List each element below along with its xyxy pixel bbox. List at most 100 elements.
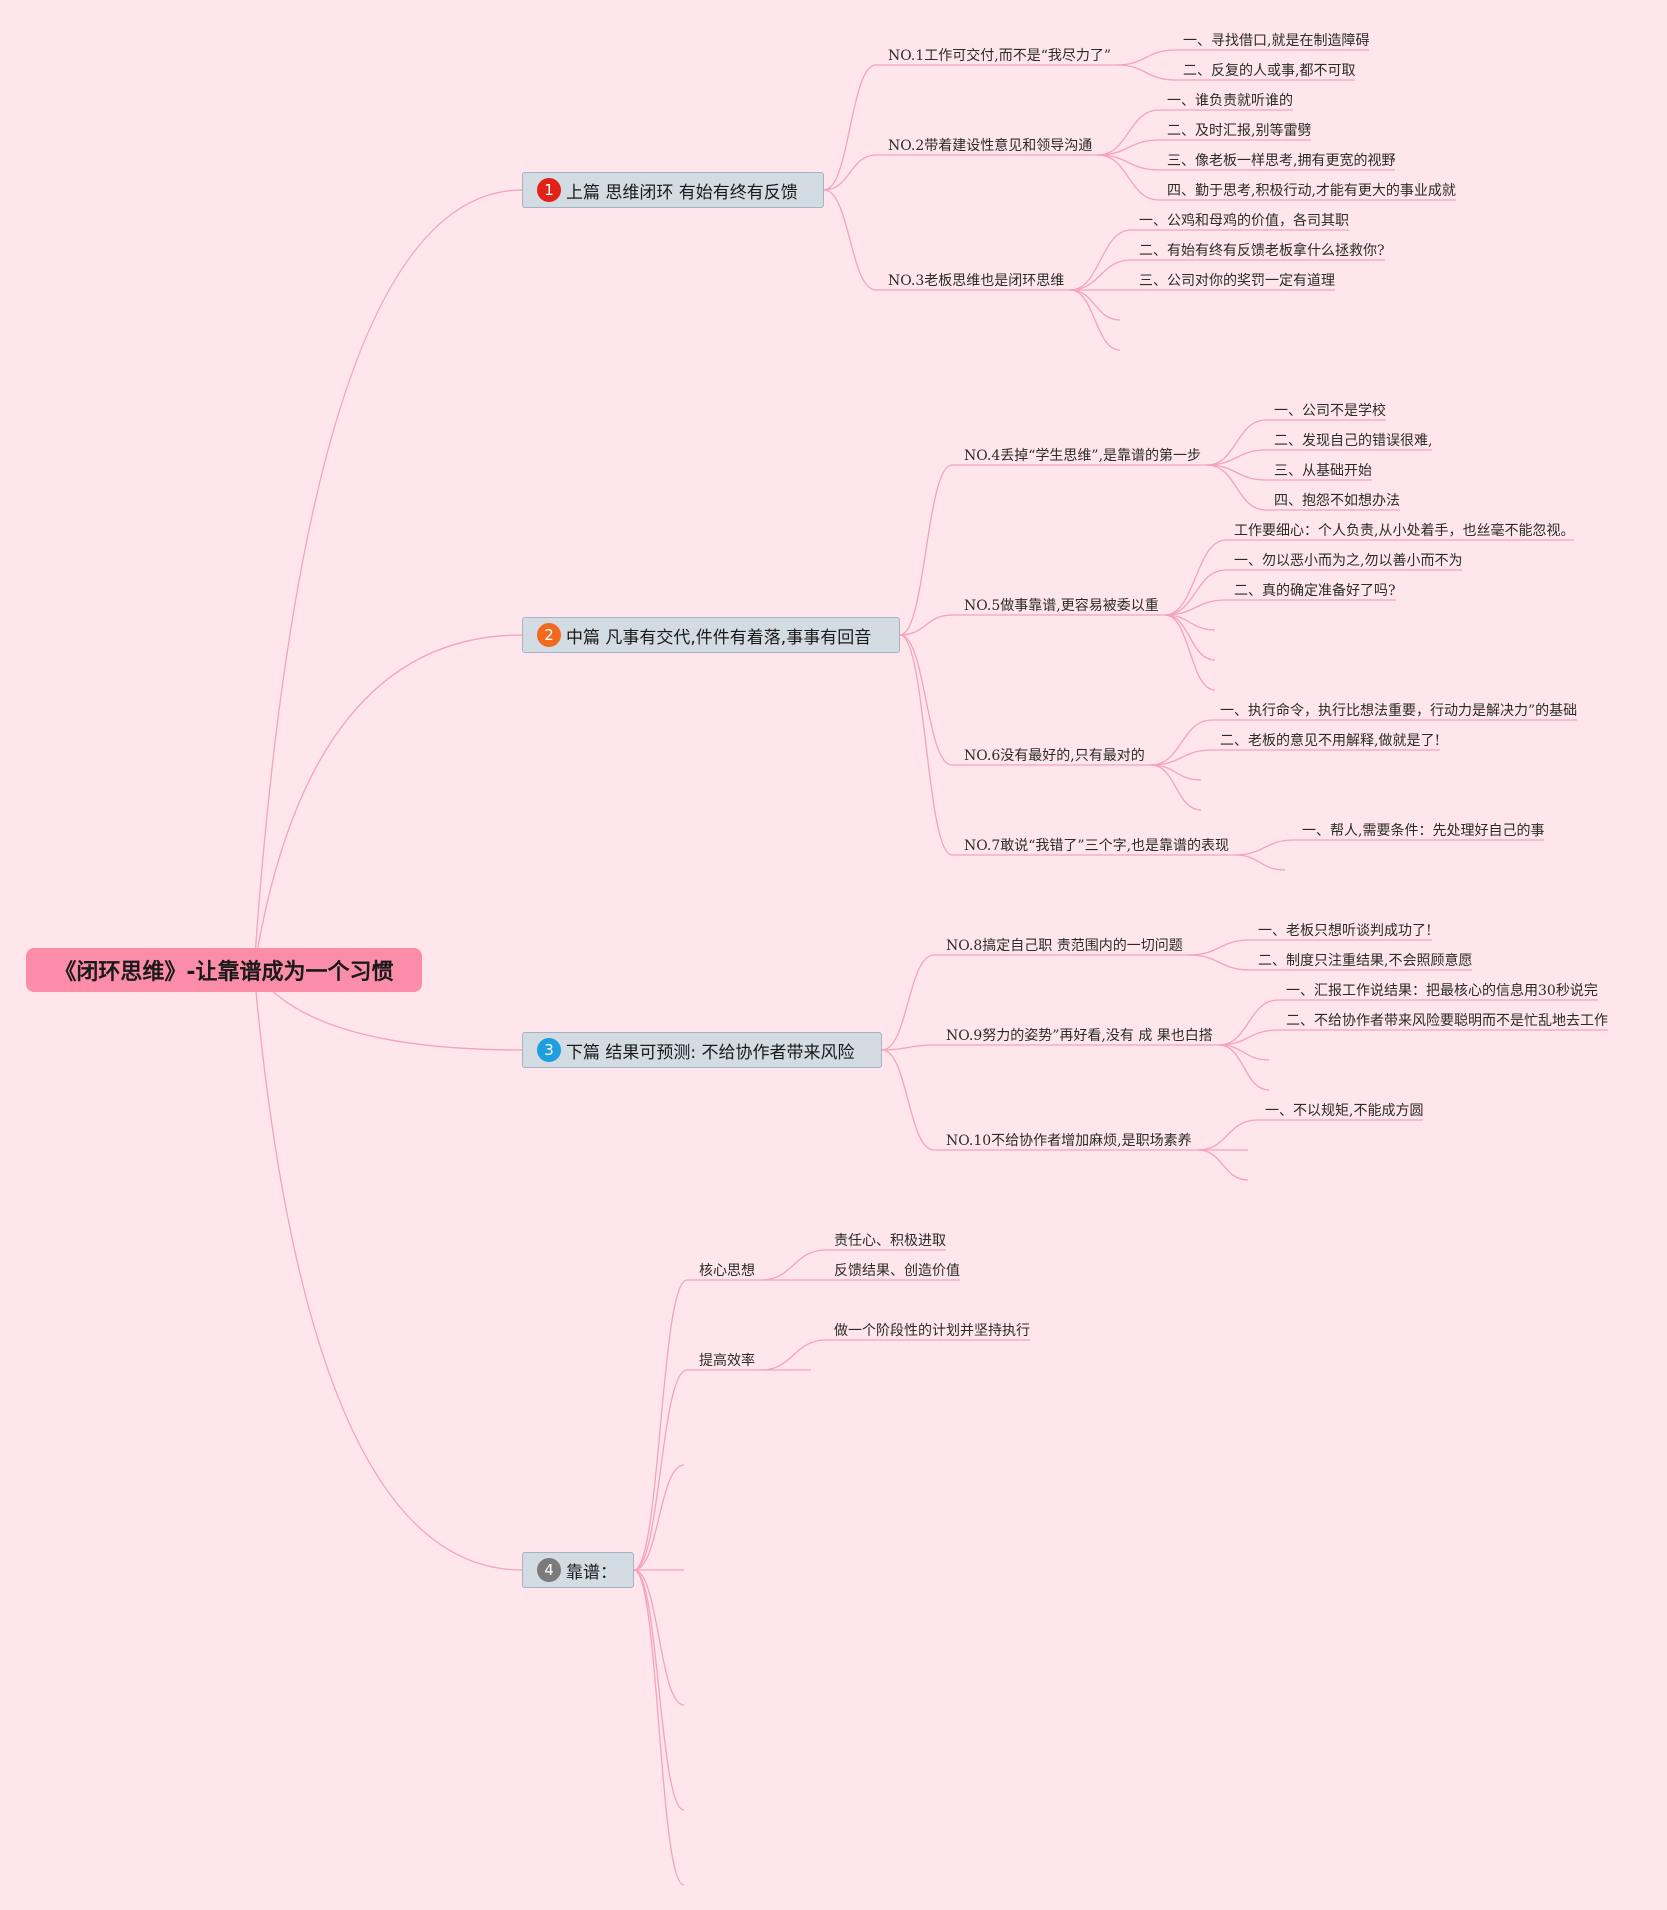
connector-line (899, 634, 953, 766)
branch-label: 中篇 凡事有交代,件件有着落,事事有回音 (566, 627, 872, 648)
leaf-topic[interactable]: 工作要细心：个人负责,从小处着手，也丝毫不能忽视。 (1234, 523, 1575, 539)
subtopic-efficiency[interactable]: 提高效率 (699, 1353, 755, 1369)
connector-line (823, 154, 877, 191)
connector-line (1197, 1119, 1258, 1151)
leaf-topic[interactable]: 三、从基础开始 (1274, 463, 1372, 479)
leaf-topic[interactable]: 一、帮人,需要条件：先处理好自己的事 (1302, 823, 1545, 839)
connector-line (1150, 764, 1202, 811)
connector-line (253, 969, 523, 1571)
branch-part-1[interactable]: 1 上篇 思维闭环 有始有终有反馈 (522, 172, 824, 208)
connector-line (633, 1569, 685, 1886)
connector-line (253, 634, 523, 971)
connector-line (823, 189, 877, 291)
leaf-topic[interactable]: 一、寻找借口,就是在制造障碍 (1183, 33, 1370, 49)
connector-line (1164, 539, 1227, 616)
leaf-topic[interactable]: 二、及时汇报,别等雷劈 (1167, 123, 1312, 139)
connector-line (633, 1369, 688, 1571)
connector-line (760, 1339, 827, 1371)
connector-line (1097, 154, 1160, 201)
leaf-topic[interactable]: 二、真的确定准备好了吗? (1234, 583, 1396, 599)
subtopic-no4[interactable]: NO.4丢掉“学生思维”,是靠谱的第一步 (964, 448, 1202, 464)
subtopic-no1[interactable]: NO.1工作可交付,而不是“我尽力了” (888, 48, 1112, 64)
connector-line (1069, 259, 1132, 291)
branch-part-2[interactable]: 2 中篇 凡事有交代,件件有着落,事事有回音 (522, 617, 900, 653)
connector-line (1116, 64, 1176, 81)
connector-line (1116, 49, 1176, 66)
connector-line (1206, 464, 1267, 511)
leaf-topic[interactable]: 二、反复的人或事,都不可取 (1183, 63, 1356, 79)
connector-line (823, 64, 877, 191)
leaf-topic[interactable]: 一、老板只想听谈判成功了! (1258, 923, 1432, 939)
leaf-topic[interactable]: 一、不以规矩,不能成方圆 (1265, 1103, 1424, 1119)
connector-line (1218, 1044, 1270, 1091)
leaf-topic[interactable]: 责任心、积极进取 (834, 1233, 946, 1249)
branch-part-3[interactable]: 3 下篇 结果可预测: 不给协作者带来风险 (522, 1032, 882, 1068)
leaf-topic[interactable]: 四、勤于思考,积极行动,才能有更大的事业成就 (1167, 183, 1456, 199)
connector-line (1097, 109, 1160, 156)
connector-line (1188, 939, 1251, 956)
connector-line (1097, 139, 1160, 156)
connector-line (633, 1464, 685, 1571)
leaf-topic[interactable]: 四、抱怨不如想办法 (1274, 493, 1400, 509)
leaf-topic[interactable]: 反馈结果、创造价值 (834, 1263, 960, 1279)
root-topic[interactable]: 《闭环思维》-让靠谱成为一个习惯 (26, 948, 422, 992)
leaf-topic[interactable]: 一、谁负责就听谁的 (1167, 93, 1293, 109)
connector-line (633, 1279, 688, 1571)
leaf-topic[interactable]: 二、老板的意见不用解释,做就是了! (1220, 733, 1441, 749)
branch-label: 下篇 结果可预测: 不给协作者带来风险 (566, 1042, 855, 1063)
connector-line (881, 1044, 935, 1051)
connector-line (899, 464, 953, 636)
subtopic-no8[interactable]: NO.8搞定自己职 责范围内的一切问题 (946, 938, 1183, 954)
leaf-topic[interactable]: 一、汇报工作说结果：把最核心的信息用30秒说完 (1286, 983, 1598, 999)
connector-line (881, 954, 935, 1051)
leaf-topic[interactable]: 一、公鸡和母鸡的价值，各司其职 (1139, 213, 1349, 229)
connector-line (1150, 719, 1213, 766)
leaf-topic[interactable]: 一、公司不是学校 (1274, 403, 1386, 419)
subtopic-no10[interactable]: NO.10不给协作者增加麻烦,是职场素养 (946, 1133, 1192, 1149)
connector-line (1164, 614, 1216, 691)
connector-line (1164, 614, 1216, 661)
leaf-topic[interactable]: 二、发现自己的错误很难, (1274, 433, 1433, 449)
number-1-badge-icon: 1 (537, 178, 561, 202)
subtopic-no2[interactable]: NO.2带着建设性意见和领导沟通 (888, 138, 1093, 154)
subtopic-no9[interactable]: NO.9努力的姿势”再好看,没有 成 果也白搭 (946, 1028, 1213, 1044)
leaf-topic[interactable]: 三、公司对你的奖罚一定有道理 (1139, 273, 1335, 289)
number-3-badge-icon: 3 (537, 1038, 561, 1062)
leaf-topic[interactable]: 一、勿以恶小而为之,勿以善小而不为 (1234, 553, 1463, 569)
subtopic-no3[interactable]: NO.3老板思维也是闭环思维 (888, 273, 1065, 289)
leaf-topic[interactable]: 二、制度只注重结果,不会照顾意愿 (1258, 953, 1473, 969)
connector-line (1218, 999, 1279, 1046)
connector-line (1164, 599, 1227, 616)
subtopic-no7[interactable]: NO.7敢说“我错了”三个字,也是靠谱的表现 (964, 838, 1230, 854)
leaf-topic[interactable]: 一、执行命令，执行比想法重要，行动力是解决力”的基础 (1220, 703, 1578, 719)
branch-label: 靠谱： (566, 1562, 617, 1583)
branch-part-4[interactable]: 4 靠谱： (522, 1552, 634, 1588)
connector-line (1206, 419, 1267, 466)
connector-line (1234, 839, 1295, 856)
connector-line (1069, 289, 1121, 321)
connector-line (760, 1249, 827, 1281)
connector-line (633, 1569, 685, 1706)
connector-line (633, 1569, 685, 1811)
connector-line (1069, 229, 1132, 291)
number-4-badge-icon: 4 (537, 1558, 561, 1582)
leaf-topic[interactable]: 二、不给协作者带来风险要聪明而不是忙乱地去工作 (1286, 1013, 1608, 1029)
connector-line (1206, 449, 1267, 466)
connector-line (1218, 1029, 1279, 1046)
subtopic-core-idea[interactable]: 核心思想 (699, 1263, 755, 1279)
leaf-topic[interactable]: 做一个阶段性的计划并坚持执行 (834, 1323, 1030, 1339)
subtopic-no5[interactable]: NO.5做事靠谱,更容易被委以重 (964, 598, 1159, 614)
connector-line (1234, 854, 1286, 871)
leaf-topic[interactable]: 三、像老板一样思考,拥有更宽的视野 (1167, 153, 1396, 169)
number-2-badge-icon: 2 (537, 623, 561, 647)
branch-label: 上篇 思维闭环 有始有终有反馈 (566, 182, 798, 203)
leaf-topic[interactable]: 二、有始有终有反馈老板拿什么拯救你? (1139, 243, 1385, 259)
connector-line (1188, 954, 1251, 971)
connector-line (1164, 569, 1227, 616)
connector-line (253, 189, 523, 971)
connector-line (899, 634, 953, 856)
subtopic-no6[interactable]: NO.6没有最好的,只有最对的 (964, 748, 1145, 764)
connector-line (881, 1049, 935, 1151)
connector-line (1069, 289, 1121, 351)
